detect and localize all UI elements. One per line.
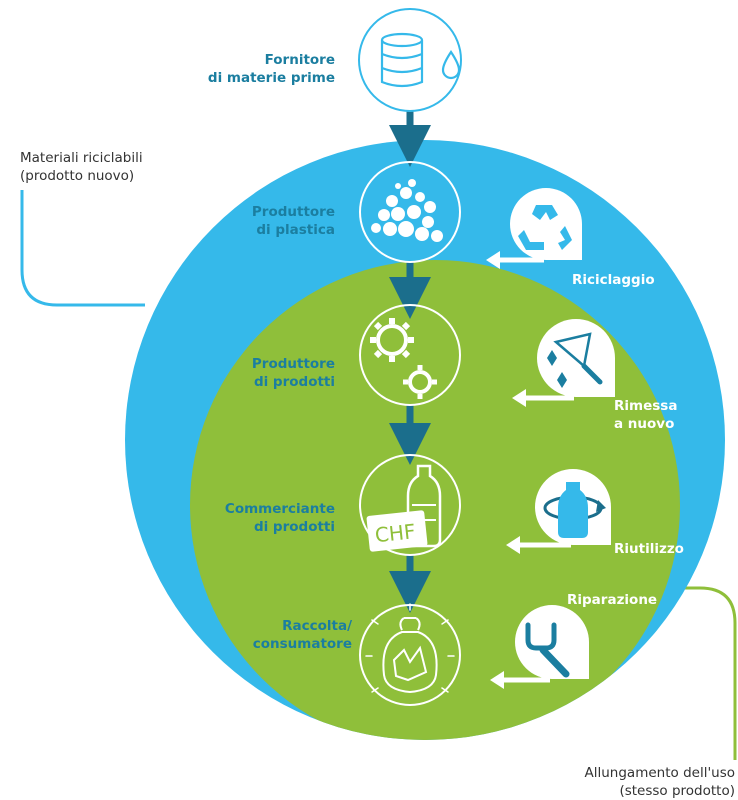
- stage-plastic-producer: Produttore di plastica: [252, 161, 461, 263]
- extended-use-note-line2: (stesso prodotto): [619, 783, 735, 799]
- loop-arrowhead: [490, 671, 504, 689]
- loop-label: Riutilizzo: [614, 541, 684, 557]
- loop-label: Riciclaggio: [572, 272, 655, 288]
- loop-recycling: Riciclaggio: [486, 188, 655, 288]
- stage-product-manufacturer: Produttore di prodotti: [252, 304, 461, 406]
- stage-label-line2: di plastica: [256, 222, 335, 238]
- loop-arrowhead: [506, 536, 520, 554]
- stage-label-line2: di materie prime: [208, 70, 335, 86]
- stage-label-line2: di prodotti: [254, 374, 335, 390]
- loop-reuse: Riutilizzo: [506, 469, 684, 557]
- extended-use-note: Allungamento dell'uso: [585, 765, 735, 781]
- extended-use-callout-line: [635, 586, 737, 760]
- raw-material-barrel-icon: [380, 32, 461, 88]
- stage-label-line1: Raccolta/: [282, 618, 352, 634]
- loop-refurbishment: Rimessa a nuovo: [512, 319, 677, 432]
- wrench-icon: [525, 622, 570, 678]
- stage-collection-consumer: Raccolta/ consumatore: [253, 603, 461, 706]
- plastic-pellets-icon: [371, 179, 443, 242]
- loop-arrowhead: [486, 251, 500, 269]
- recyclable-materials-note: Materiali riciclabili: [20, 150, 143, 166]
- stage-label-line1: Fornitore: [265, 52, 335, 68]
- price-tag-label: CHF: [374, 519, 417, 547]
- recycle-icon: [518, 205, 572, 250]
- loop-label: Rimessa: [614, 398, 677, 414]
- recyclable-materials-callout-line: [20, 190, 145, 307]
- waste-bag-icon: [365, 603, 455, 694]
- recyclable-materials-note-line2: (prodotto nuovo): [20, 168, 134, 184]
- bottle-price-tag-icon: CHF: [366, 464, 442, 552]
- stage-label-line2: di prodotti: [254, 519, 335, 535]
- loop-repair: Riparazione: [490, 592, 657, 689]
- bottle-refill-icon: [543, 482, 606, 538]
- stage-label-line2: consumatore: [253, 636, 352, 652]
- stage-product-retailer: CHF Commerciante di prodotti: [225, 454, 461, 556]
- stage-label-line1: Commerciante: [225, 501, 335, 517]
- trowel-icon: [547, 332, 603, 388]
- loop-arrowhead: [512, 389, 526, 407]
- stage-label-line1: Produttore: [252, 204, 335, 220]
- loop-label-line2: a nuovo: [614, 416, 674, 432]
- recycling-badge-icon: [510, 188, 582, 260]
- loop-label: Riparazione: [567, 592, 657, 608]
- gears-icon: [370, 318, 437, 399]
- stage-label-line1: Produttore: [252, 356, 335, 372]
- stage-raw-material-supplier: Fornitore di materie prime: [208, 8, 462, 112]
